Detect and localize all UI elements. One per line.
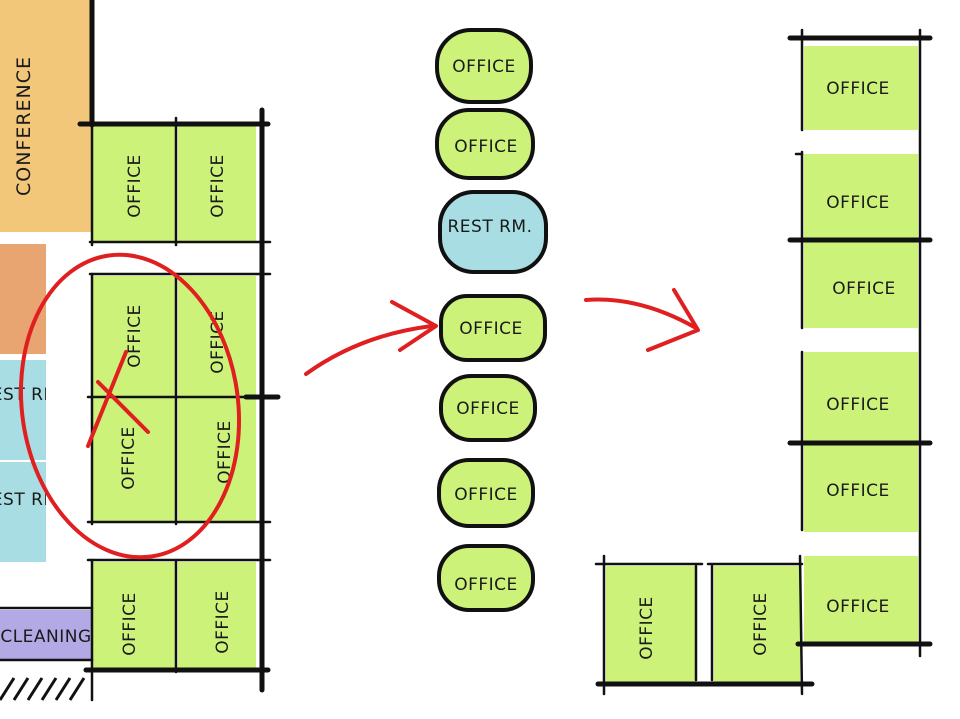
bubble-office-4-label: OFFICE	[456, 399, 520, 419]
conference-label: CONFERENCE	[13, 56, 35, 196]
hatch-pattern	[0, 677, 86, 701]
cleaning-room	[0, 610, 92, 660]
office-r1-label: OFFICE	[826, 79, 890, 99]
bubble-office-2: OFFICE	[435, 108, 535, 180]
arrow-1	[304, 300, 438, 376]
right-walls	[594, 28, 933, 696]
red-circle	[18, 252, 242, 560]
bubble-office-3: OFFICE	[439, 294, 547, 362]
conference-room	[0, 0, 92, 232]
rest-room-1-text: REST RM.	[0, 385, 65, 405]
red-x-2	[86, 350, 128, 448]
bubble-office-2-label: OFFICE	[454, 137, 518, 157]
left-floor-plan: CONFERENCE REST RM. REST RM. CLEANING	[0, 0, 281, 702]
bubble-rest-room-label: REST RM.	[447, 217, 532, 237]
red-markup-cross	[18, 252, 242, 560]
office-l3	[92, 276, 176, 396]
office-l8	[178, 562, 256, 670]
arrow-2	[584, 288, 700, 352]
rest-room-1-label: REST RM.	[0, 385, 65, 405]
office-l3-label: OFFICE	[125, 304, 145, 368]
red-x-1	[96, 380, 150, 434]
left-walls	[0, 0, 281, 702]
storage-room	[0, 244, 46, 354]
office-r2	[804, 154, 918, 240]
office-r3-label: OFFICE	[832, 279, 896, 299]
bubble-office-6: OFFICE	[437, 544, 535, 612]
office-r4-label: OFFICE	[826, 395, 890, 415]
bubble-office-1: OFFICE	[435, 28, 533, 104]
right-floor-plan: OFFICE OFFICE OFFICE OFFICE OFFICE OFFIC…	[594, 28, 933, 696]
office-r6	[804, 556, 918, 646]
office-l4	[178, 276, 256, 396]
office-l1-label: OFFICE	[125, 154, 145, 218]
office-l6	[178, 398, 256, 522]
office-r2-label: OFFICE	[826, 193, 890, 213]
office-l2	[178, 126, 256, 242]
rest-room-2-text: REST RM.	[0, 490, 65, 510]
bubble-office-3-label: OFFICE	[459, 319, 523, 339]
bubble-rest-room: REST RM.	[438, 190, 548, 274]
bubble-office-5-label: OFFICE	[454, 485, 518, 505]
office-r6-label: OFFICE	[826, 597, 890, 617]
bubble-office-4: OFFICE	[439, 374, 537, 442]
office-b2-label: OFFICE	[751, 592, 771, 656]
office-l7	[92, 562, 176, 670]
office-b2	[714, 566, 800, 684]
office-l7-label: OFFICE	[120, 592, 140, 656]
office-r4	[804, 352, 918, 442]
office-r3	[804, 242, 918, 328]
bubble-office-1-label: OFFICE	[452, 57, 516, 77]
office-r1	[804, 46, 918, 130]
office-l4-label: OFFICE	[208, 310, 228, 374]
bubble-office-5: OFFICE	[437, 458, 535, 528]
office-l8-label: OFFICE	[213, 590, 233, 654]
bubble-office-6-label: OFFICE	[454, 575, 518, 595]
office-l2-label: OFFICE	[208, 154, 228, 218]
office-l6-label: OFFICE	[215, 420, 235, 484]
middle-bubble-diagram: OFFICE OFFICE REST RM. OFFICE OFFICE OFF…	[435, 28, 548, 612]
office-r5	[804, 444, 918, 532]
office-b1	[606, 566, 696, 684]
cleaning-label: CLEANING	[0, 627, 91, 647]
office-l5-label: OFFICE	[119, 426, 139, 490]
rest-room-2-label: REST RM.	[0, 490, 65, 510]
office-r5-label: OFFICE	[826, 481, 890, 501]
office-l1	[92, 126, 176, 242]
office-b1-label: OFFICE	[637, 596, 657, 660]
